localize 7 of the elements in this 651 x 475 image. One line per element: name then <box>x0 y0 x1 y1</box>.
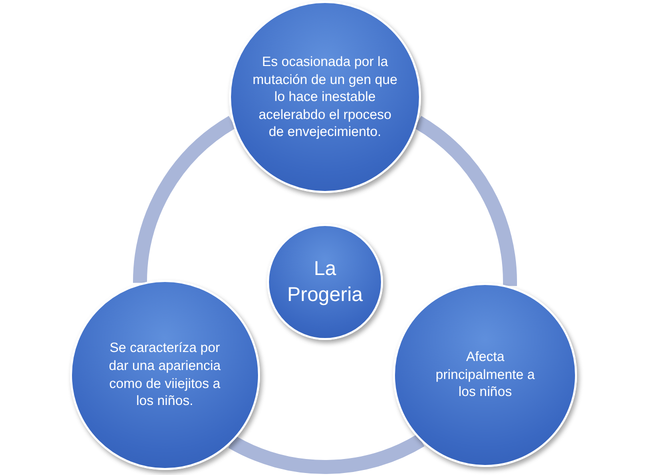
ring-connector <box>228 434 424 474</box>
node-text: Afecta principalmente a los niños <box>434 348 536 401</box>
node-text: La Progeria <box>286 257 364 308</box>
node-text: Es ocasionada por la mutación de un gen que lo hace inestable acelerabdo el rpoceso de envejecimiento. <box>252 53 398 141</box>
ring-connector <box>133 116 236 284</box>
node-text: Se caracteríza por dar una apariencia como de viiejitos a los niños. <box>108 339 222 410</box>
ring-connector <box>414 116 517 286</box>
